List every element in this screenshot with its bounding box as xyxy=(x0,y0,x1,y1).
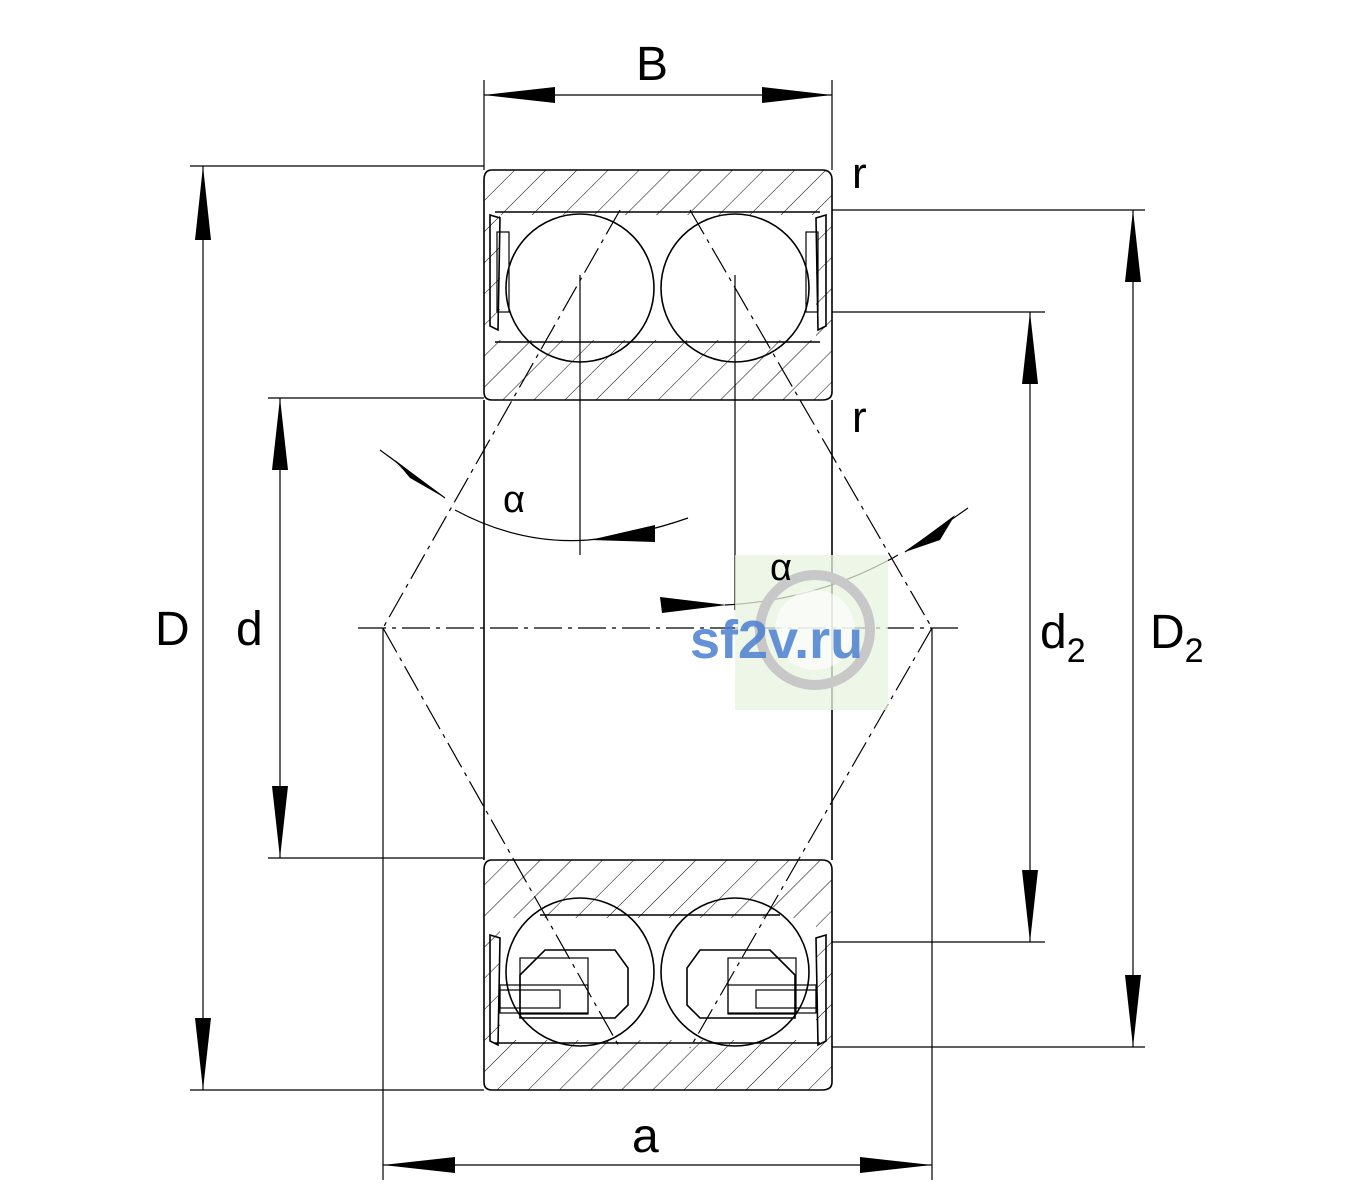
label-alpha-right: α xyxy=(770,547,792,589)
label-r-mid: r xyxy=(852,393,867,442)
label-d2: d2 xyxy=(1040,606,1086,670)
label-D2: D2 xyxy=(1150,606,1204,670)
watermark-text: sf2v.ru xyxy=(690,610,863,670)
dimension-d xyxy=(272,398,288,858)
ball-bottom-right xyxy=(660,897,810,1047)
lower-section xyxy=(483,859,833,1091)
dimension-a xyxy=(383,1157,932,1173)
label-r-top: r xyxy=(852,149,867,198)
alpha-left-arc xyxy=(382,455,689,542)
extension-lines xyxy=(190,80,1145,1180)
watermark-logo: sf2v.ru xyxy=(690,555,888,710)
dimension-d2 xyxy=(1022,312,1038,942)
label-alpha-left: α xyxy=(503,479,525,521)
ball-bottom-left xyxy=(505,897,655,1047)
label-d: d xyxy=(236,603,263,656)
dimension-B xyxy=(484,87,832,103)
label-D: D xyxy=(155,603,190,656)
dimension-D xyxy=(195,166,211,1090)
dimension-D2 xyxy=(1125,210,1141,1047)
upper-section xyxy=(483,169,833,401)
label-B: B xyxy=(636,38,668,91)
label-a: a xyxy=(632,1110,659,1163)
